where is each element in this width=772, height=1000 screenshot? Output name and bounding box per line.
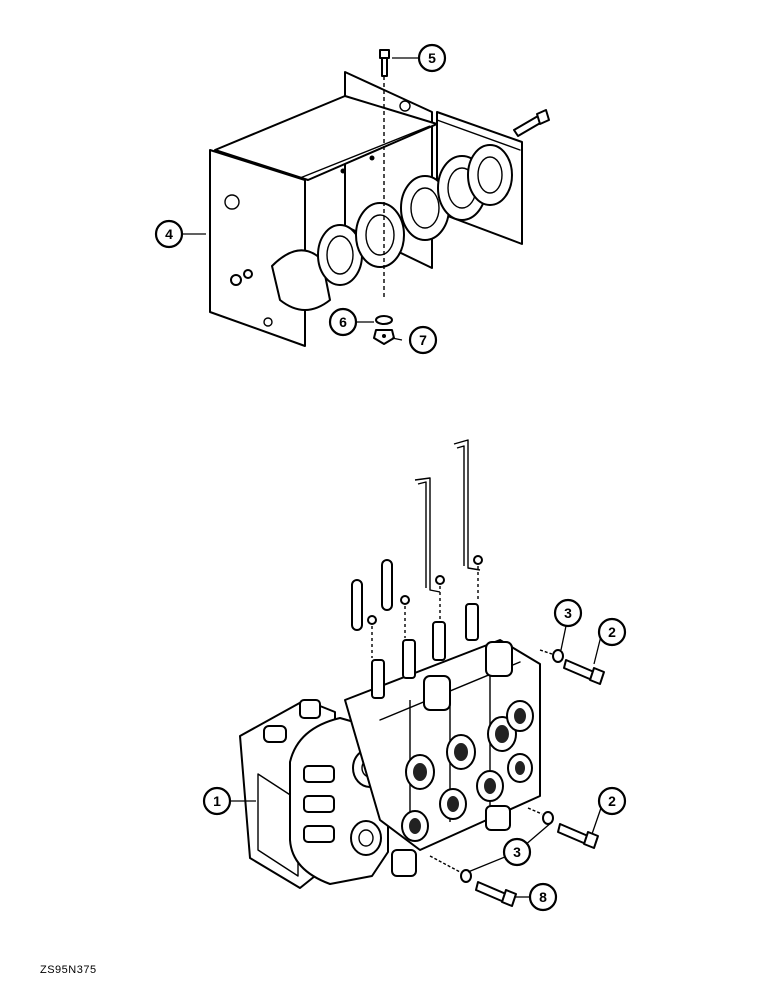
washer-item-3-upper	[552, 649, 564, 663]
bolt-item-2-lower	[527, 807, 599, 849]
callout-1-label: 1	[213, 793, 221, 809]
callout-7-label: 7	[419, 332, 427, 348]
callout-2-upper: 2	[597, 617, 627, 647]
callout-3-lower: 3	[502, 837, 532, 867]
callout-5: 5	[417, 43, 447, 73]
callout-5-label: 5	[428, 50, 436, 66]
callout-3-upper-label: 3	[564, 605, 572, 621]
callout-2-lower-label: 2	[608, 793, 616, 809]
washer-item-3-lower-right	[542, 811, 554, 825]
control-valve	[239, 439, 541, 889]
callout-4: 4	[154, 219, 184, 249]
nut-item-7	[373, 329, 395, 345]
callout-3-upper: 3	[553, 598, 583, 628]
bolt-item-2-upper	[539, 649, 605, 685]
callout-7: 7	[408, 325, 438, 355]
washer-item-6	[375, 315, 393, 325]
callout-6: 6	[328, 307, 358, 337]
bolt-item-8	[429, 855, 517, 907]
callout-8-label: 8	[539, 889, 547, 905]
callout-2-upper-label: 2	[608, 624, 616, 640]
figure-code: ZS95N375	[40, 964, 97, 976]
mounting-bracket	[209, 71, 550, 347]
callout-8: 8	[528, 882, 558, 912]
callout-1: 1	[202, 786, 232, 816]
callout-2-lower: 2	[597, 786, 627, 816]
bolt-item-5	[379, 49, 390, 300]
callout-4-label: 4	[165, 226, 173, 242]
callout-6-label: 6	[339, 314, 347, 330]
washer-item-3-lower-left	[460, 869, 472, 883]
callout-3-lower-label: 3	[513, 844, 521, 860]
